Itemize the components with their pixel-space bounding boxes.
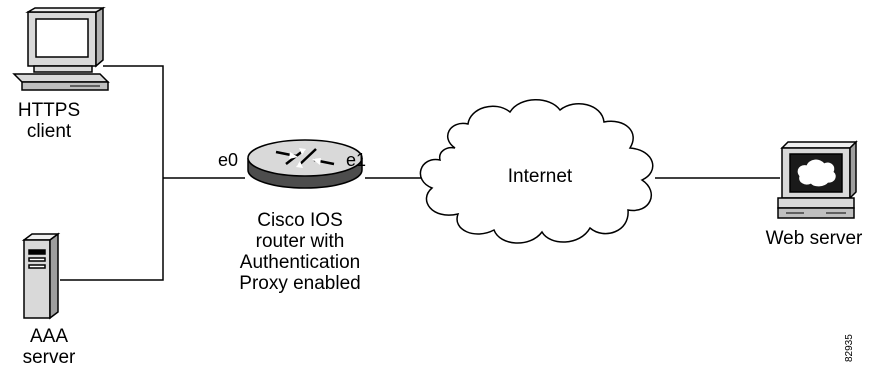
router-label-line2: router with <box>255 231 345 252</box>
desktop-computer-icon <box>12 6 110 91</box>
https-client-label: HTTPS client <box>14 100 84 142</box>
tower-server-icon <box>21 232 61 320</box>
link-client-to-hub <box>103 65 164 178</box>
router-label: Cisco IOS router with Authentication Pro… <box>205 210 395 294</box>
router-label-line1: Cisco IOS <box>257 210 343 231</box>
aaa-server-label: AAA server <box>12 326 86 368</box>
web-server-label: Web server <box>765 228 863 249</box>
router-label-line3: Authentication <box>239 252 361 273</box>
internet-label: Internet <box>507 166 573 187</box>
aaa-server-label-line1: AAA <box>29 326 69 347</box>
web-server-icon <box>777 140 858 219</box>
link-aaa-to-hub <box>60 178 164 281</box>
https-client-label-line1: HTTPS <box>17 100 81 121</box>
port-e0-label: e0 <box>218 150 239 170</box>
port-e1-label: e1 <box>346 150 367 170</box>
router-icon <box>247 139 363 189</box>
router-label-line4: Proxy enabled <box>239 273 361 294</box>
https-client-label-line2: client <box>26 121 72 142</box>
cloud-icon <box>419 99 654 244</box>
aaa-server-label-line2: server <box>22 347 76 368</box>
connection-lines <box>60 65 780 281</box>
figure-id: 82935 <box>844 334 855 362</box>
